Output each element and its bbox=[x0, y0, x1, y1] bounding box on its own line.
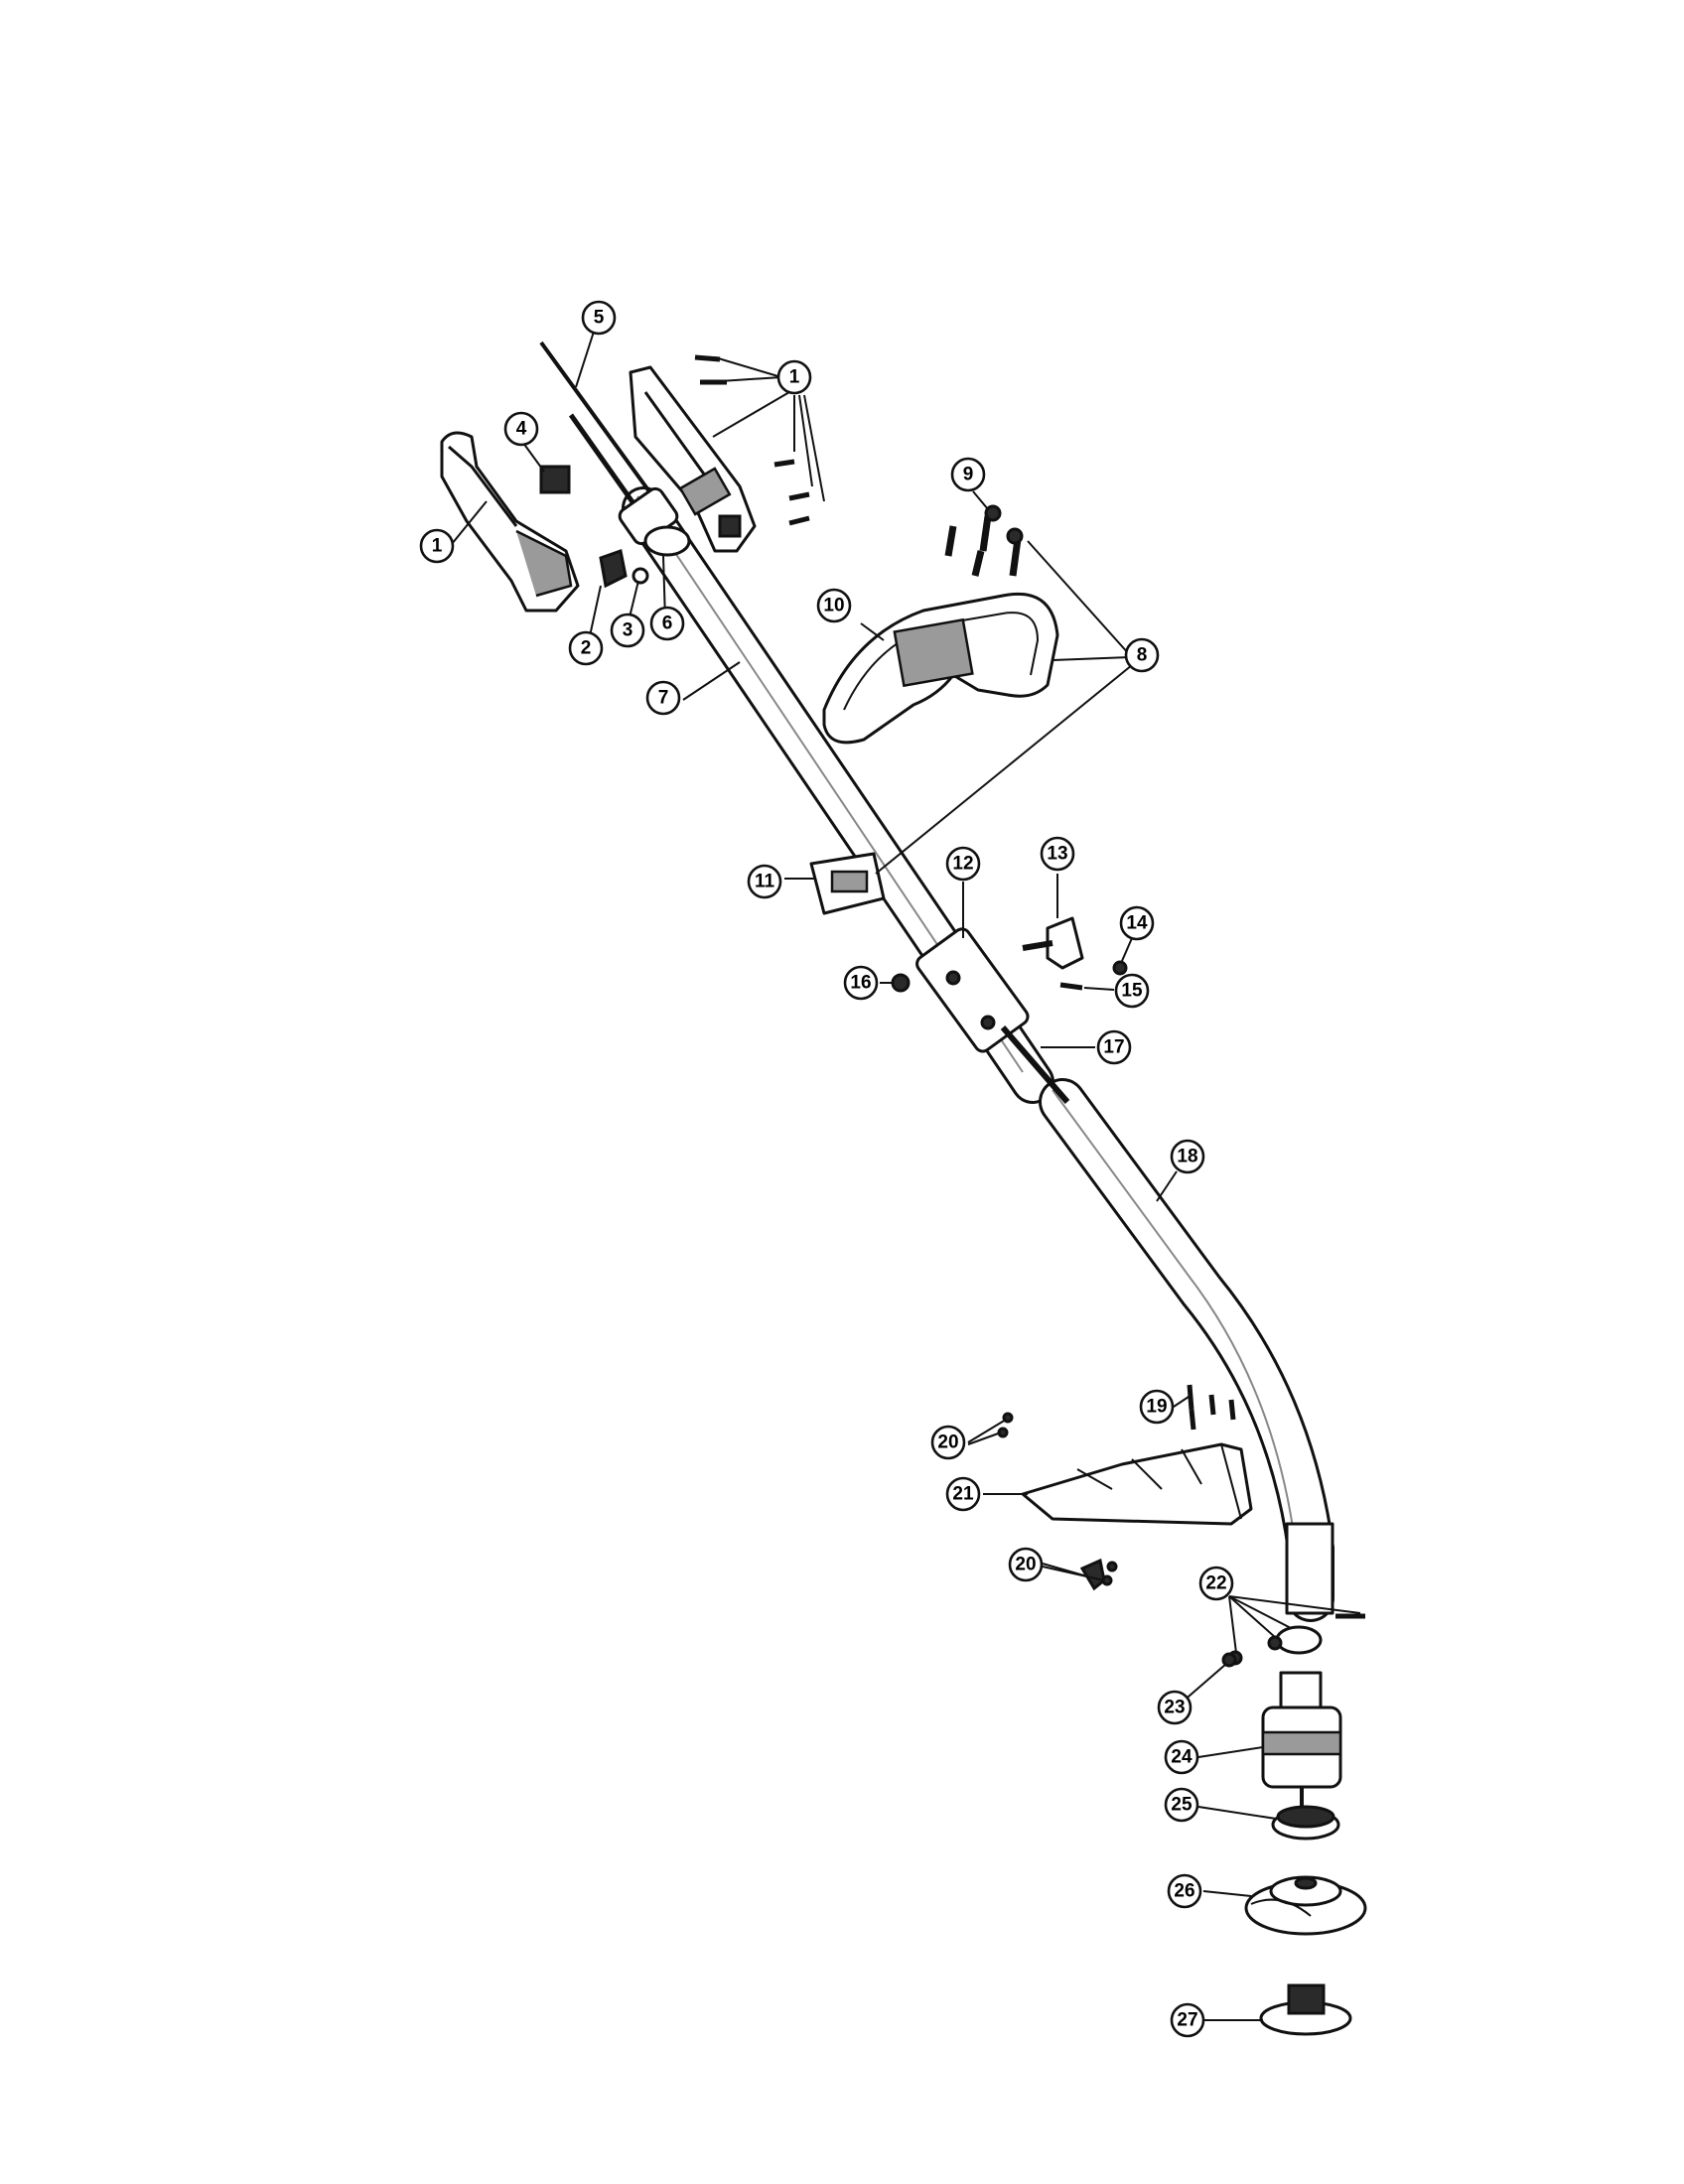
svg-text:24: 24 bbox=[1171, 1747, 1193, 1768]
cutter-screw-part bbox=[1106, 1561, 1118, 1572]
callout-10: 10 bbox=[816, 588, 852, 623]
handle-housing-right-part bbox=[629, 365, 757, 553]
cutter-screw-part-2 bbox=[1101, 1574, 1113, 1586]
callout-20-upper: 20 bbox=[930, 1425, 966, 1460]
rod-part bbox=[568, 413, 638, 508]
callout-5: 5 bbox=[581, 300, 617, 336]
wire-part bbox=[539, 341, 669, 518]
callout-25: 25 bbox=[1164, 1787, 1199, 1823]
motor-nut-part bbox=[1221, 1652, 1237, 1668]
knob-part bbox=[1022, 916, 1084, 970]
callout-13: 13 bbox=[1040, 836, 1075, 872]
callout-4: 4 bbox=[503, 411, 539, 447]
svg-text:4: 4 bbox=[516, 419, 527, 440]
svg-text:2: 2 bbox=[581, 638, 592, 659]
shaft-coupler-part bbox=[915, 927, 1030, 1053]
clamp-base-part bbox=[809, 852, 886, 915]
callout-6: 6 bbox=[649, 606, 685, 641]
svg-text:27: 27 bbox=[1177, 2010, 1197, 2031]
svg-text:3: 3 bbox=[623, 620, 633, 641]
svg-text:1: 1 bbox=[432, 536, 443, 557]
spool-hub-part bbox=[1271, 1805, 1340, 1841]
clamp-screw-part-2 bbox=[1267, 1635, 1283, 1651]
svg-text:21: 21 bbox=[952, 1484, 974, 1505]
trigger-part bbox=[599, 549, 628, 589]
callout-22: 22 bbox=[1198, 1566, 1234, 1601]
callout-1-lower: 1 bbox=[419, 528, 455, 564]
svg-text:18: 18 bbox=[1177, 1147, 1197, 1167]
svg-text:8: 8 bbox=[1137, 645, 1148, 666]
ring-part bbox=[643, 525, 691, 557]
svg-text:6: 6 bbox=[662, 614, 673, 634]
callout-3: 3 bbox=[610, 613, 645, 648]
svg-text:15: 15 bbox=[1121, 981, 1143, 1002]
callout-7: 7 bbox=[645, 680, 681, 716]
callout-15: 15 bbox=[1114, 973, 1150, 1009]
callout-17: 17 bbox=[1096, 1029, 1132, 1065]
callout-26: 26 bbox=[1167, 1873, 1202, 1909]
callout-2: 2 bbox=[568, 630, 604, 666]
small-screw-part bbox=[1059, 982, 1083, 991]
svg-text:1: 1 bbox=[789, 367, 800, 388]
svg-text:20: 20 bbox=[1015, 1555, 1036, 1575]
callout-23: 23 bbox=[1157, 1690, 1193, 1725]
grass-guard-part bbox=[1021, 1442, 1253, 1526]
hex-nut-part bbox=[891, 973, 911, 993]
svg-text:16: 16 bbox=[850, 973, 871, 994]
callout-16: 16 bbox=[843, 965, 879, 1001]
callout-11: 11 bbox=[747, 864, 782, 899]
handle-bolts-part bbox=[944, 504, 1024, 577]
handle-housing-left-part bbox=[440, 431, 580, 613]
spool-cap-part bbox=[1259, 1983, 1352, 2036]
svg-text:7: 7 bbox=[658, 688, 669, 709]
svg-text:20: 20 bbox=[937, 1433, 958, 1453]
svg-text:9: 9 bbox=[963, 465, 974, 485]
line-cutter-part bbox=[1079, 1558, 1106, 1591]
band-clamp-part bbox=[1275, 1625, 1323, 1655]
spool-part bbox=[1244, 1875, 1367, 1936]
svg-text:5: 5 bbox=[594, 308, 605, 329]
guard-screws-part bbox=[1187, 1384, 1236, 1431]
callout-21: 21 bbox=[945, 1476, 981, 1512]
motor-part bbox=[1261, 1671, 1342, 1817]
leader-lines bbox=[451, 331, 1361, 2021]
lower-curved-shaft-part bbox=[1039, 1078, 1334, 1622]
svg-text:11: 11 bbox=[755, 872, 775, 892]
svg-text:14: 14 bbox=[1126, 913, 1148, 934]
small-nut-part bbox=[1112, 960, 1128, 976]
svg-text:22: 22 bbox=[1205, 1573, 1226, 1594]
callout-18: 18 bbox=[1170, 1139, 1205, 1174]
callout-19: 19 bbox=[1139, 1389, 1175, 1425]
callout-14: 14 bbox=[1119, 905, 1155, 941]
svg-text:17: 17 bbox=[1103, 1037, 1124, 1058]
svg-text:25: 25 bbox=[1171, 1795, 1193, 1816]
callout-27: 27 bbox=[1170, 2002, 1205, 2038]
callout-9: 9 bbox=[950, 457, 986, 492]
svg-text:26: 26 bbox=[1174, 1881, 1194, 1902]
svg-text:10: 10 bbox=[823, 596, 844, 616]
callout-20-lower: 20 bbox=[1008, 1547, 1044, 1582]
switch-part bbox=[539, 465, 571, 494]
svg-text:13: 13 bbox=[1047, 844, 1067, 865]
screws-part bbox=[694, 354, 810, 526]
svg-text:12: 12 bbox=[952, 854, 973, 875]
auxiliary-handle-part bbox=[822, 592, 1059, 745]
svg-text:19: 19 bbox=[1146, 1397, 1167, 1418]
callout-12: 12 bbox=[945, 846, 981, 882]
callout-24: 24 bbox=[1164, 1739, 1199, 1775]
drive-shaft-part bbox=[1000, 1025, 1070, 1104]
callout-8: 8 bbox=[1124, 637, 1160, 673]
callout-1-upper: 1 bbox=[776, 359, 812, 395]
spring-part bbox=[632, 567, 649, 585]
svg-text:23: 23 bbox=[1164, 1698, 1185, 1718]
